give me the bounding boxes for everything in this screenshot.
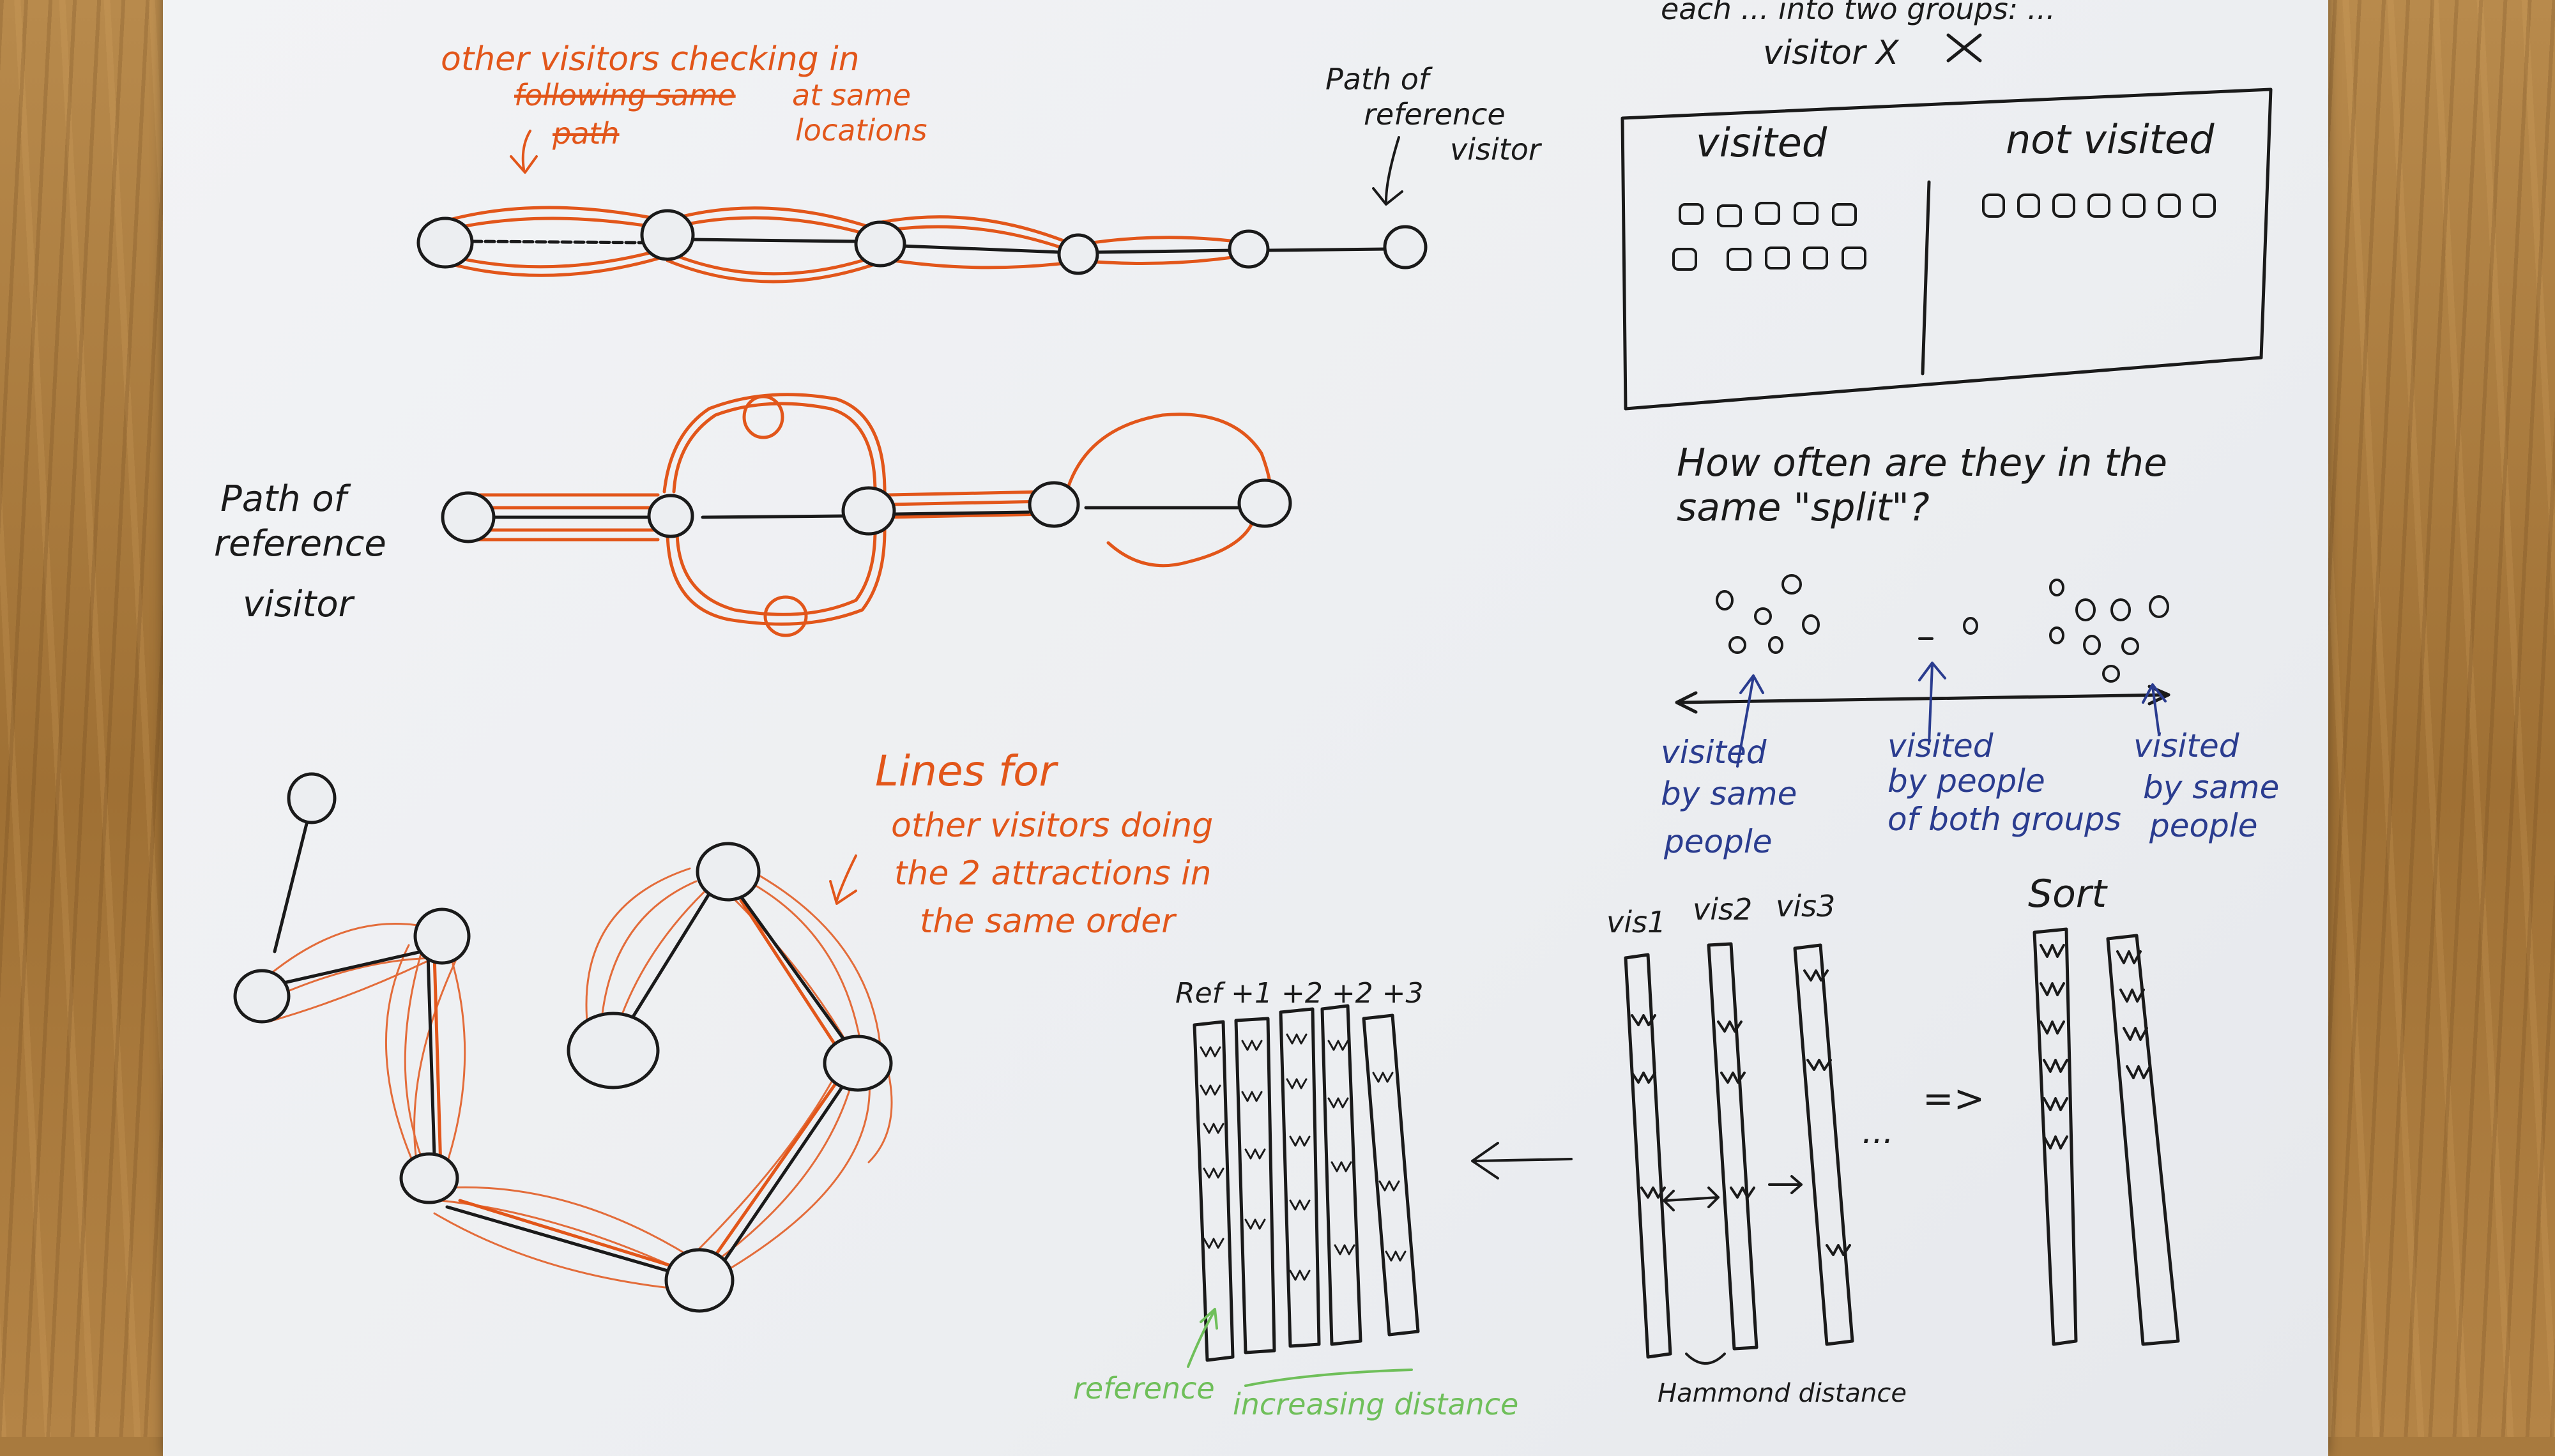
label-ellipsis: ... (1862, 1113, 1894, 1151)
label-reference-top: reference (1364, 97, 1506, 132)
note-two-attractions: the 2 attractions in (894, 854, 1212, 893)
axis-left-1: visited (1661, 734, 1767, 771)
orange-visitor-lines-3 (254, 861, 893, 1291)
split-axis (1675, 574, 2170, 768)
network-nodes (233, 772, 893, 1313)
label-ref-columns: Ref +1 +2 +2 +3 (1175, 977, 1424, 1010)
orange-visitor-lines-2 (471, 393, 1273, 637)
reference-path-line-2 (490, 506, 1247, 519)
label-increasing-distance: increasing distance (1233, 1387, 1518, 1422)
label-implies: => (1923, 1077, 1985, 1120)
label-path-of-mid: Path of (220, 478, 351, 520)
hamming-brace (1685, 1353, 1726, 1365)
label-vis3: vis3 (1776, 889, 1835, 923)
sketch-linear-path (416, 130, 1428, 284)
label-sort: Sort (2028, 872, 2108, 916)
axis-mid-2: by people (1888, 762, 2045, 800)
label-path-of-top: Path of (1325, 62, 1433, 96)
note-lines-for: Lines for (875, 747, 1059, 796)
label-visited: visited (1696, 119, 1827, 166)
arrow-left (1471, 1142, 1573, 1179)
label-visitor-top: visitor (1450, 132, 1543, 167)
label-visitor-mid: visitor (243, 584, 355, 625)
arrow-orange-network (829, 854, 857, 905)
orange-visitor-lines-1 (445, 206, 1247, 284)
note-strike-following: following same (514, 78, 736, 112)
scatter-shapes (1716, 574, 2169, 683)
note-at-same: at same (792, 78, 911, 112)
sorted-marks (2040, 944, 2151, 1149)
ref-columns (1193, 1004, 1420, 1362)
small-arrow (1768, 1175, 1803, 1194)
arrow-orange-top (510, 130, 538, 174)
question-line-2: same "split"? (1677, 485, 1930, 530)
label-reference-mid: reference (214, 523, 386, 565)
note-locations: locations (795, 113, 927, 148)
hamming-arrow (1663, 1187, 1720, 1211)
ref-column-marks (1200, 1033, 1407, 1281)
matrix-columns (1187, 927, 2180, 1387)
axis-left-2: by same (1661, 775, 1797, 812)
top-right-text-2: visitor X (1763, 34, 1900, 72)
visited-squares (1672, 202, 1866, 271)
reference-path-line-1 (471, 238, 1388, 254)
location-nodes-2 (441, 478, 1292, 543)
axis-mid-1: visited (1888, 727, 1994, 764)
sketch-network (233, 772, 893, 1313)
label-reference-green: reference (1073, 1371, 1215, 1406)
vis-column-marks (1631, 969, 1851, 1256)
axis-mid-3: of both groups (1888, 801, 2121, 838)
cross-mark (1946, 33, 1982, 63)
sketch-branching-path (441, 393, 1292, 637)
axis-right-3: people (2149, 807, 2257, 844)
location-nodes-1 (416, 209, 1428, 275)
not-visited-squares (1982, 193, 2216, 218)
sorted-columns (2033, 927, 2180, 1346)
top-right-text-1: each ... into two groups: ... (1661, 0, 2055, 26)
split-box (1621, 33, 2273, 411)
green-arrow (1187, 1308, 1218, 1368)
network-edges (273, 796, 851, 1279)
orange-main-edges-3 (432, 899, 845, 1270)
note-same-order: the same order (920, 902, 1177, 941)
blue-arrows (1736, 662, 2167, 768)
axis-right-1: visited (2133, 727, 2239, 764)
label-vis1: vis1 (1606, 905, 1666, 939)
label-hamming-distance: Hammond distance (1658, 1379, 1907, 1408)
vis-columns (1624, 942, 1854, 1359)
axis-right-2: by same (2143, 769, 2279, 806)
axis-left-3: people (1663, 823, 1772, 860)
question-line-1: How often are they in the (1677, 441, 2167, 485)
note-other-visitors-doing: other visitors doing (891, 807, 1213, 845)
green-underline (1244, 1369, 1413, 1387)
label-not-visited: not visited (2006, 116, 2215, 163)
note-strike-path: path (552, 116, 620, 151)
label-vis2: vis2 (1693, 892, 1752, 927)
arrow-to-path-top (1372, 136, 1403, 206)
note-other-visitors: other visitors checking in (441, 40, 860, 79)
